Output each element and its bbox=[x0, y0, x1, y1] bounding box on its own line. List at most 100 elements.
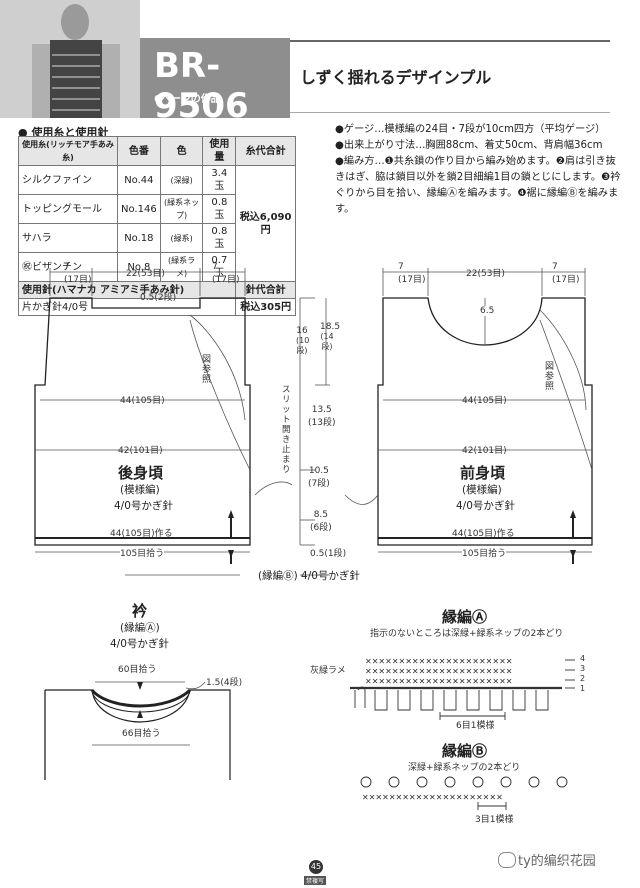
header-underline bbox=[290, 112, 610, 113]
copy-notice: 禁複写 bbox=[304, 876, 327, 885]
front-neck-depth: 6.5 bbox=[480, 306, 495, 316]
center-d1-sub: (10段) bbox=[296, 336, 310, 355]
page-reference: 6ページの作品 bbox=[154, 94, 221, 105]
back-top-left: 7(17目) bbox=[64, 262, 91, 285]
center-d3: 13.5(13段) bbox=[308, 405, 335, 428]
back-neck-drop: 0.5(2段) bbox=[140, 290, 176, 303]
table-row: 片かぎ針4/0号 税込305円 bbox=[17, 298, 296, 316]
center-d6: 0.5(1段) bbox=[310, 546, 346, 559]
back-hook: 4/0号かぎ針 bbox=[114, 500, 173, 512]
back-chest: 44(105目) bbox=[120, 393, 165, 406]
gauge-note: ●ゲージ…模様編の24目・7段が10cm四方（平均ゲージ） bbox=[335, 124, 606, 135]
border-a-rows: 4 3 2 1 bbox=[580, 654, 585, 694]
table-row: シルクファイン No.44 (深緑) 3.4玉 税込6,090円 bbox=[18, 165, 296, 282]
front-top-mid-value: 22 bbox=[466, 269, 478, 279]
row-3: 3 bbox=[580, 664, 586, 673]
back-neck-drop-value: 0.5 bbox=[140, 293, 155, 303]
front-chest-value: 44 bbox=[462, 396, 474, 406]
back-ref: 図参照 bbox=[202, 355, 212, 385]
collar-depth: 1.5(4段) bbox=[206, 675, 242, 688]
yarn-table: 使用糸(リッチモア手あみ糸) 色番 色 使用量 糸代合計 シルクファイン No.… bbox=[17, 136, 296, 316]
table-row: ㊗ビザンチン No.8 (緑系ラメ) 0.7玉 bbox=[18, 252, 296, 282]
back-top-mid: 22(53目) bbox=[126, 266, 165, 279]
svg-text:✕✕✕✕✕✕✕✕✕✕✕✕✕✕✕✕✕✕✕✕✕✕: ✕✕✕✕✕✕✕✕✕✕✕✕✕✕✕✕✕✕✕✕✕✕ bbox=[365, 677, 512, 686]
model-photo bbox=[0, 0, 140, 118]
svg-text:✕✕✕✕✕✕✕✕✕✕✕✕✕✕✕✕✕✕✕✕✕✕: ✕✕✕✕✕✕✕✕✕✕✕✕✕✕✕✕✕✕✕✕✕✕ bbox=[365, 667, 512, 676]
page-number: 45 bbox=[309, 860, 323, 874]
yarn-name: ㊗ビザンチン bbox=[18, 252, 118, 282]
border-b-callout: (縁編Ⓑ) 4/0号かぎ針 bbox=[258, 570, 360, 582]
front-top-left-sub: (17目) bbox=[398, 275, 426, 285]
center-d4-sub: (7段) bbox=[308, 479, 330, 489]
page-title: しずく揺れるデザインプル bbox=[300, 68, 492, 87]
back-top-left-sub: (17目) bbox=[64, 275, 92, 285]
back-top-mid-sub: (53目) bbox=[137, 269, 165, 279]
back-neck-drop-sub: (2段) bbox=[154, 293, 177, 303]
yarn-col-no: 色番 bbox=[117, 136, 161, 166]
collar-stitch: (縁編Ⓐ) bbox=[120, 622, 160, 634]
border-a-chart: ✕✕✕✕✕✕✕✕✕✕✕✕✕✕✕✕✕✕✕✕✕✕ ✕✕✕✕✕✕✕✕✕✕✕✕✕✕✕✕✕… bbox=[350, 657, 575, 720]
yarn-col-qty: 使用量 bbox=[202, 136, 237, 166]
front-top-mid: 22(53目) bbox=[466, 266, 505, 279]
model-silhouette bbox=[0, 0, 140, 118]
wechat-icon bbox=[498, 852, 516, 868]
yarn-no: No.18 bbox=[117, 223, 161, 253]
center-d5-sub: (6段) bbox=[310, 523, 332, 533]
front-cast-on-sub: (105目)作る bbox=[463, 529, 515, 539]
center-d1: 16(10段) bbox=[296, 326, 310, 356]
front-body-outline bbox=[377, 297, 593, 546]
back-waist-sub: (101目) bbox=[129, 446, 163, 456]
border-b-label: 縁編Ⓑ bbox=[442, 742, 488, 760]
collar-depth-sub: (4段) bbox=[220, 678, 243, 688]
table-row: サハラ No.18 (緑系) 0.8玉 bbox=[18, 223, 296, 253]
needle-total-value: 税込305円 bbox=[240, 301, 292, 313]
center-d2-sub: (14段) bbox=[320, 332, 334, 351]
back-top-right-value: 7 bbox=[212, 262, 218, 272]
collar-label: 衿 bbox=[132, 602, 148, 620]
front-chest: 44(105目) bbox=[462, 393, 507, 406]
front-cast-on-value: 44 bbox=[452, 529, 464, 539]
back-stitch: (模様編) bbox=[120, 484, 160, 496]
center-d4-value: 10.5 bbox=[308, 466, 329, 476]
front-top-mid-sub: (53目) bbox=[477, 269, 505, 279]
back-top-right: 7(17目) bbox=[212, 262, 239, 285]
yarn-color: (緑系ネップ) bbox=[159, 194, 204, 224]
back-pick-up: 105目拾う bbox=[120, 546, 165, 559]
method-note: ●編み方…❶共糸鎖の作り目から編み始めます。❷肩は引き抜きはぎ、脇は鎖目以外を鎖… bbox=[335, 156, 621, 215]
front-label: 前身頃 bbox=[460, 464, 506, 482]
yarn-color: (緑系) bbox=[159, 223, 204, 253]
front-pick-up: 105目拾う bbox=[462, 546, 507, 559]
svg-text:✕✕✕✕✕✕✕✕✕✕✕✕✕✕✕✕✕✕✕✕✕: ✕✕✕✕✕✕✕✕✕✕✕✕✕✕✕✕✕✕✕✕✕ bbox=[362, 793, 503, 802]
yarn-qty: 0.8玉 bbox=[202, 223, 237, 253]
table-row: トッピングモール No.146 (緑系ネップ) 0.8玉 bbox=[18, 194, 296, 224]
front-waist-value: 42 bbox=[462, 446, 474, 456]
front-top-left-value: 7 bbox=[398, 262, 404, 272]
row-1: 1 bbox=[580, 684, 586, 693]
collar-outline bbox=[45, 689, 231, 780]
needle-name: 片かぎ針4/0号 bbox=[17, 298, 237, 316]
border-a-note: 指示のないところは深緑+緑系ネップの2本どり bbox=[370, 629, 564, 639]
border-a-label: 縁編Ⓐ bbox=[442, 608, 488, 626]
back-chest-value: 44 bbox=[120, 396, 132, 406]
center-d5: 8.5 (6段) bbox=[310, 510, 332, 533]
pattern-code-box: BR-9506 6ページの作品 bbox=[140, 38, 290, 126]
yarn-no: No.44 bbox=[117, 165, 161, 195]
front-top-right-sub: (17目) bbox=[552, 275, 580, 285]
yarn-col-total: 糸代合計 bbox=[235, 136, 296, 166]
center-d2: 18.5(14段) bbox=[320, 322, 340, 352]
front-waist-sub: (101目) bbox=[473, 446, 507, 456]
center-d5-value: 8.5 bbox=[313, 510, 329, 520]
center-d3-sub: (13段) bbox=[308, 418, 336, 428]
needle-header-row: 使用針(ハマナカ アミアミ手あみ針) 針代合計 bbox=[17, 281, 296, 299]
collar-hook: 4/0号かぎ針 bbox=[110, 638, 169, 650]
collar-pick-top: 60目拾う bbox=[118, 665, 157, 675]
back-cast-on-value: 44 bbox=[110, 529, 122, 539]
center-d2-value: 18.5 bbox=[320, 322, 341, 332]
watermark: ty的编织花园 bbox=[518, 854, 596, 869]
header-rule bbox=[290, 40, 610, 42]
needle-total: 税込305円 bbox=[235, 298, 296, 316]
front-cast-on: 44(105目)作る bbox=[452, 526, 515, 539]
border-b-note: 深緑+緑系ネップの2本どり bbox=[408, 763, 521, 773]
back-cast-on-sub: (105目)作る bbox=[121, 529, 173, 539]
